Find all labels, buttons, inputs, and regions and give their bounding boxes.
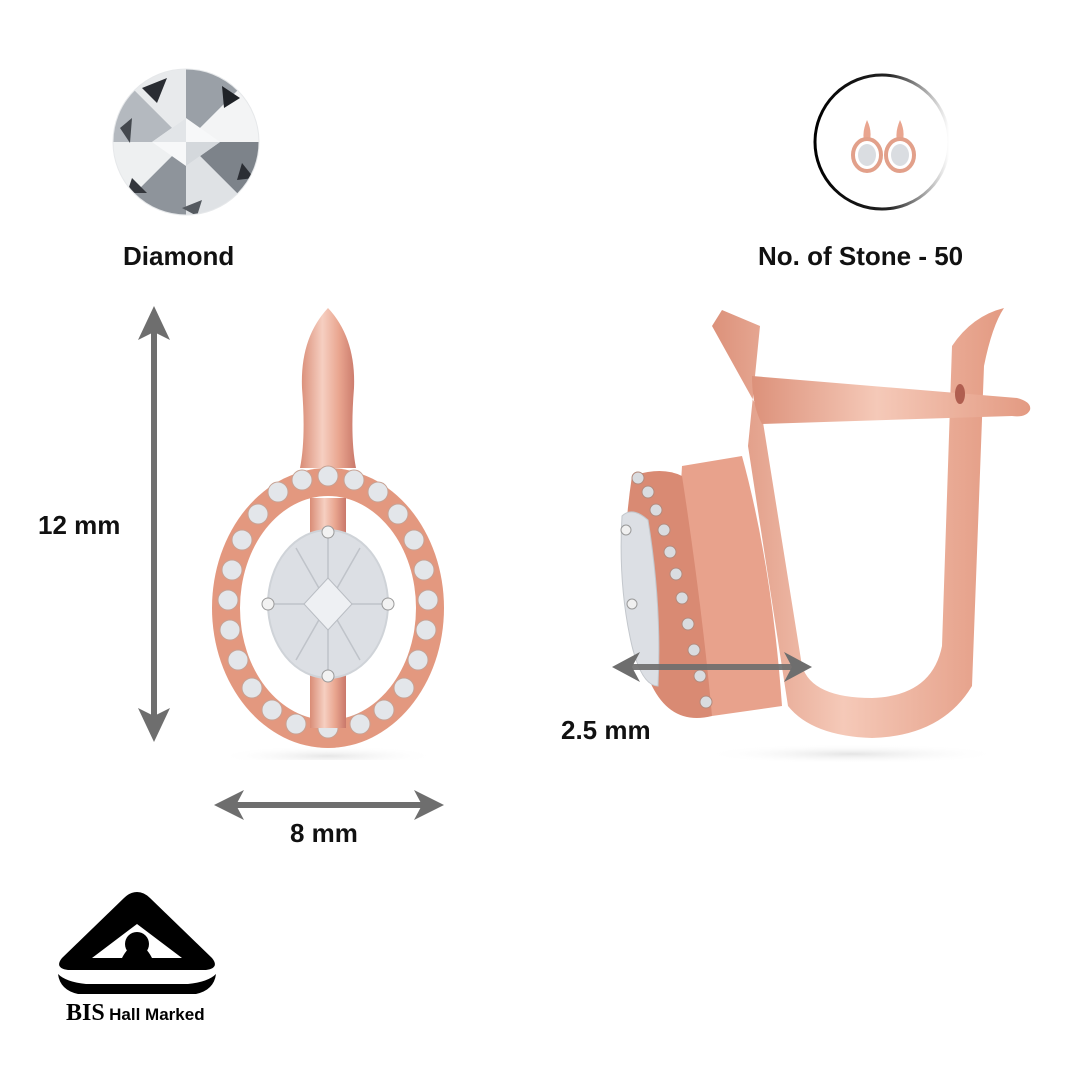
bis-hallmark-label: BIS Hall Marked [66,1000,205,1027]
bis-logo-icon [56,890,218,998]
depth-arrow [612,650,812,684]
stone-type-label: Diamond [123,241,235,271]
height-dimension: 12 mm [38,510,121,540]
depth-dimension: 2.5 mm [561,715,651,745]
earring-side-view [612,306,1036,762]
width-dimension: 8 mm [290,818,358,848]
earrings-thumbnail [812,72,952,212]
height-arrow [136,306,172,742]
hallmark-text: Hall Marked [109,1005,205,1024]
bis-mark: BIS [66,1000,105,1026]
stone-count-label: No. of Stone - 50 [758,241,964,271]
width-arrow [214,788,444,822]
diamond-icon [112,68,260,216]
earring-front-view [206,308,450,760]
